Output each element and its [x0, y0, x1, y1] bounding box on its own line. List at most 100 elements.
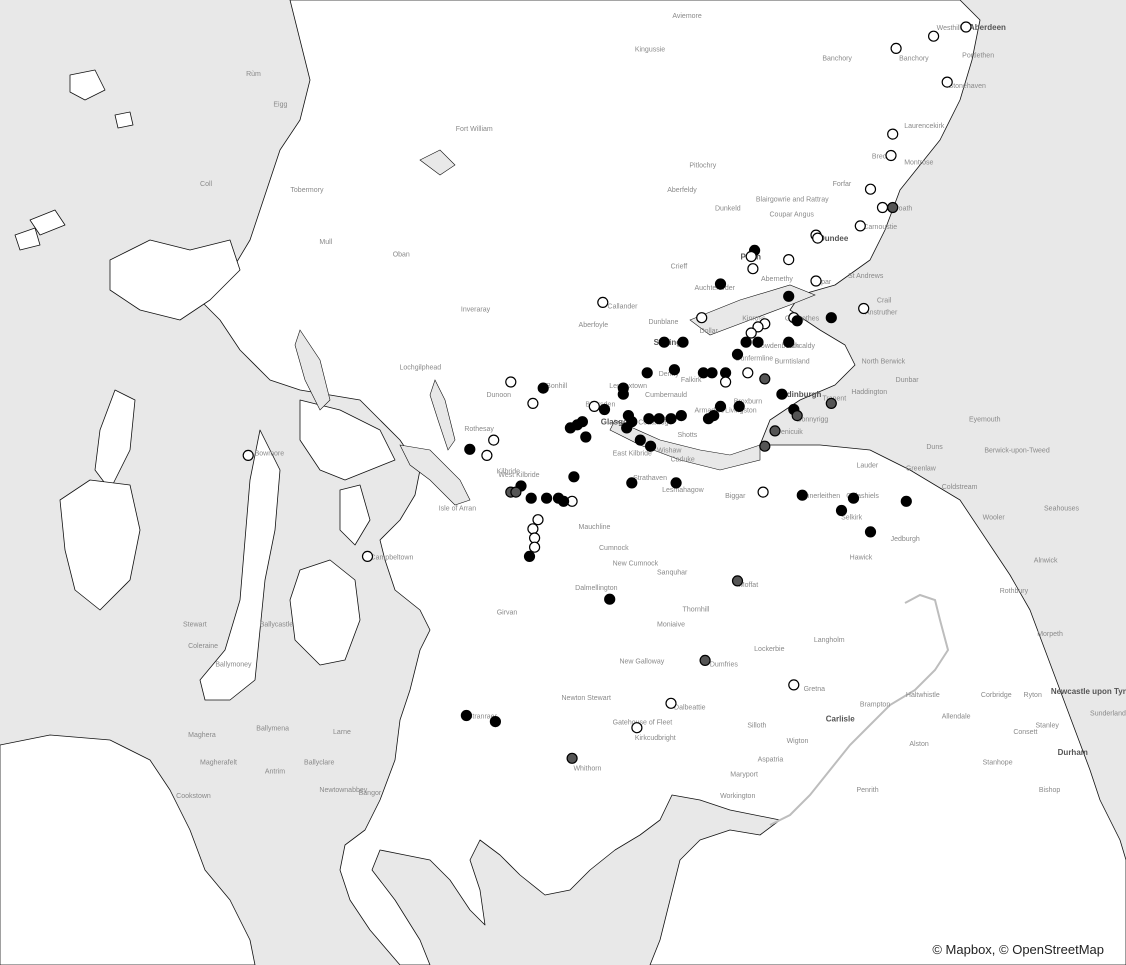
location-marker-filled[interactable] [900, 495, 912, 507]
location-marker-grey[interactable] [510, 486, 522, 498]
location-marker-filled[interactable] [460, 709, 472, 722]
location-marker-open[interactable] [858, 302, 870, 315]
location-marker-filled[interactable] [740, 336, 752, 348]
location-marker-grey[interactable] [769, 425, 781, 437]
coll [29, 209, 66, 236]
location-marker-filled[interactable] [489, 715, 501, 728]
location-marker-filled[interactable] [714, 278, 727, 290]
location-marker-open[interactable] [941, 76, 953, 88]
location-marker-grey[interactable] [699, 654, 711, 667]
location-marker-filled[interactable] [658, 336, 670, 348]
location-marker-grey[interactable] [825, 397, 837, 409]
location-marker-filled[interactable] [643, 413, 655, 425]
location-marker-open[interactable] [242, 449, 254, 461]
map-attribution[interactable]: © Mapbox, © OpenStreetMap [930, 942, 1106, 957]
location-marker-filled[interactable] [568, 471, 580, 483]
location-marker-grey[interactable] [566, 752, 578, 764]
location-marker-filled[interactable] [580, 431, 592, 443]
location-marker-open[interactable] [757, 486, 769, 498]
location-marker-open[interactable] [927, 30, 940, 42]
location-marker-filled[interactable] [847, 492, 860, 504]
location-marker-filled[interactable] [675, 410, 687, 422]
location-marker-open[interactable] [788, 679, 800, 691]
location-marker-filled[interactable] [621, 422, 633, 434]
location-marker-filled[interactable] [733, 400, 745, 412]
location-marker-open[interactable] [528, 532, 541, 544]
location-marker-filled[interactable] [557, 495, 570, 507]
location-marker-filled[interactable] [731, 348, 744, 360]
place-label: Kirkcaldy [787, 343, 816, 350]
location-marker-open[interactable] [528, 541, 541, 553]
location-marker-filled[interactable] [464, 443, 476, 455]
location-marker-open[interactable] [783, 254, 795, 266]
location-marker-open[interactable] [864, 183, 877, 195]
location-marker-filled[interactable] [564, 422, 577, 434]
location-marker-filled[interactable] [677, 336, 689, 348]
location-marker-open[interactable] [597, 296, 609, 308]
location-marker-filled[interactable] [670, 477, 682, 489]
location-marker-filled[interactable] [634, 434, 646, 446]
location-marker-filled[interactable] [697, 367, 710, 379]
location-marker-filled[interactable] [796, 489, 808, 501]
location-marker-open[interactable] [719, 376, 732, 388]
location-marker-filled[interactable] [835, 504, 848, 517]
location-marker-grey[interactable] [887, 201, 899, 214]
location-marker-filled[interactable] [604, 593, 616, 605]
location-marker-open[interactable] [527, 523, 539, 535]
location-marker-open[interactable] [747, 263, 759, 275]
location-marker-filled[interactable] [752, 336, 764, 348]
location-marker-filled[interactable] [644, 440, 657, 452]
location-marker-open[interactable] [812, 232, 824, 244]
location-marker-filled[interactable] [825, 312, 837, 324]
location-marker-open[interactable] [887, 128, 899, 140]
location-marker-open[interactable] [876, 201, 889, 214]
location-marker-open[interactable] [885, 149, 897, 162]
location-marker-filled[interactable] [641, 367, 653, 379]
location-marker-filled[interactable] [598, 403, 611, 416]
location-marker-open[interactable] [527, 397, 539, 409]
location-marker-filled[interactable] [665, 413, 677, 425]
location-marker-filled[interactable] [622, 410, 635, 422]
location-marker-filled[interactable] [714, 400, 727, 412]
location-marker-filled[interactable] [525, 492, 537, 504]
location-marker-open[interactable] [890, 42, 902, 55]
loch-lomond [429, 379, 456, 451]
location-marker-open[interactable] [361, 550, 374, 563]
location-marker-filled[interactable] [537, 382, 549, 394]
location-marker-filled[interactable] [783, 290, 795, 302]
location-marker-open[interactable] [810, 275, 822, 287]
location-marker-grey[interactable] [731, 575, 744, 587]
location-marker-filled[interactable] [617, 382, 629, 394]
location-marker-filled[interactable] [864, 526, 877, 538]
location-marker-open[interactable] [696, 312, 708, 324]
location-marker-filled[interactable] [783, 336, 795, 348]
location-marker-open[interactable] [745, 250, 757, 263]
location-marker-open[interactable] [532, 514, 544, 526]
location-marker-filled[interactable] [719, 367, 732, 379]
location-marker-open[interactable] [752, 321, 764, 333]
place-label: New Cumnock [613, 561, 659, 568]
location-marker-open[interactable] [854, 220, 866, 232]
location-marker-open[interactable] [505, 376, 517, 388]
location-marker-filled[interactable] [653, 413, 665, 425]
location-marker-filled[interactable] [626, 477, 638, 489]
location-marker-open[interactable] [481, 449, 493, 461]
location-marker-filled[interactable] [540, 492, 553, 504]
location-marker-grey[interactable] [759, 373, 771, 385]
place-label: Sanquhar [657, 570, 688, 577]
location-marker-open[interactable] [960, 21, 972, 33]
location-marker-grey[interactable] [791, 410, 803, 422]
location-marker-open[interactable] [588, 400, 600, 412]
location-marker-filled[interactable] [702, 413, 715, 425]
location-marker-filled[interactable] [523, 550, 536, 563]
location-marker-open[interactable] [665, 697, 677, 709]
location-marker-filled[interactable] [791, 315, 803, 327]
location-marker-filled[interactable] [668, 364, 681, 376]
location-marker-open[interactable] [488, 434, 500, 446]
location-marker-grey[interactable] [759, 440, 771, 452]
location-marker-open[interactable] [631, 722, 643, 734]
location-marker-open[interactable] [745, 327, 757, 339]
location-marker-filled[interactable] [776, 388, 788, 400]
location-marker-open[interactable] [742, 367, 754, 379]
